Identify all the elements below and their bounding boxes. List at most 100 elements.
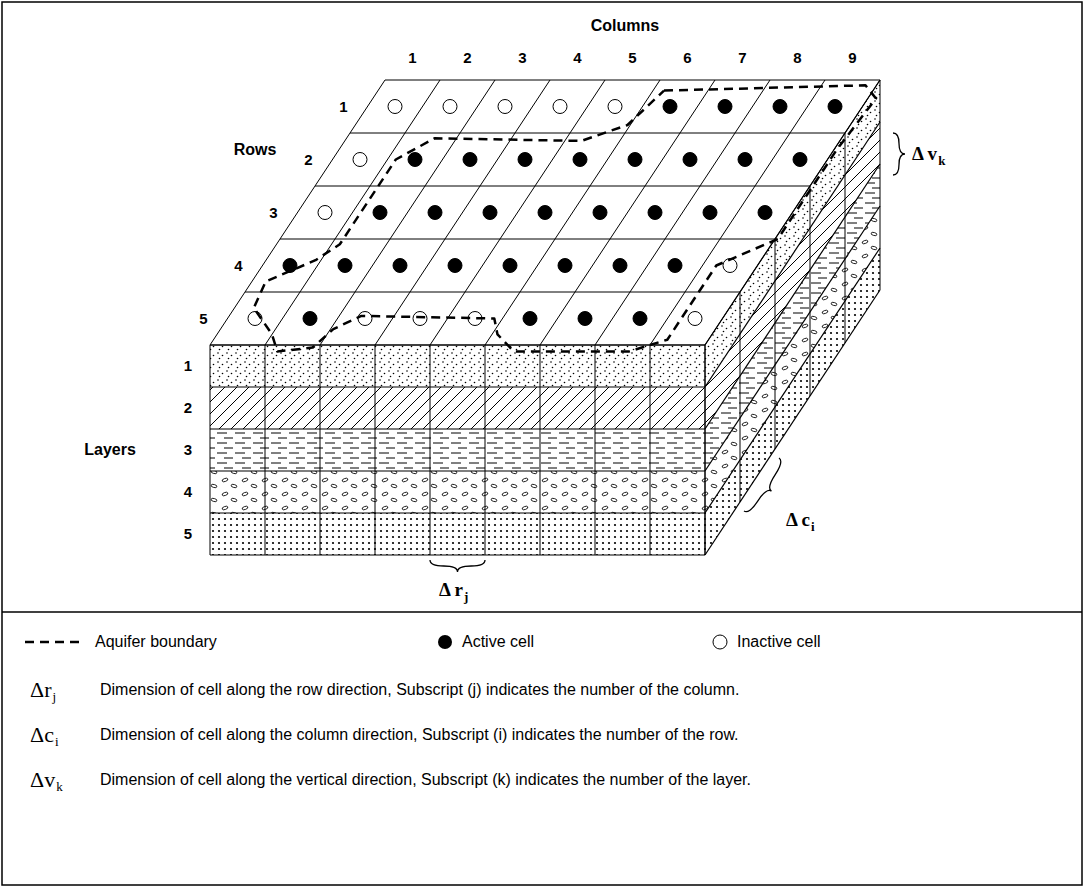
side-layer-line <box>705 206 880 471</box>
active-cell <box>558 259 572 273</box>
row-line <box>210 345 705 346</box>
side-grid-line <box>880 80 881 290</box>
layer-number: 3 <box>184 442 192 459</box>
inactive-cell <box>608 100 622 114</box>
column-number: 9 <box>848 50 856 67</box>
active-cell <box>718 100 732 114</box>
dimension-brace <box>430 560 485 572</box>
layer-line <box>210 554 705 555</box>
axis-title: Rows <box>234 141 277 159</box>
side-layer-line <box>705 290 880 555</box>
column-line <box>705 80 880 345</box>
inactive-cell <box>358 312 372 326</box>
inactive-cell <box>413 312 427 326</box>
side-grid-line <box>845 133 846 343</box>
layer-line <box>210 470 705 471</box>
active-cell <box>828 100 842 114</box>
column-line <box>485 80 660 345</box>
layer-line <box>210 386 705 387</box>
front-grid-line <box>650 345 651 555</box>
active-sample <box>438 635 452 649</box>
column-line <box>375 80 550 345</box>
top-face <box>210 80 880 345</box>
dimension-brace <box>893 133 905 175</box>
inactive-sample <box>713 635 727 649</box>
inactive-cell <box>688 312 702 326</box>
description: Dimension of cell along the vertical dir… <box>100 771 751 789</box>
row-number: 5 <box>199 310 207 327</box>
active-cell <box>338 259 352 273</box>
active-cell <box>648 206 662 220</box>
active-cell <box>538 206 552 220</box>
active-cell <box>668 259 682 273</box>
active-cell <box>683 153 697 167</box>
active-cell <box>393 259 407 273</box>
row-line <box>245 292 740 293</box>
row-line <box>280 239 775 240</box>
row-line <box>315 186 810 187</box>
active-cell <box>758 206 772 220</box>
symbol: Δc <box>30 723 54 747</box>
layer-line <box>210 428 705 429</box>
active-cell <box>408 153 422 167</box>
side-layer-line <box>705 80 880 345</box>
front-grid-line <box>430 345 431 555</box>
side-layer-line <box>705 122 880 387</box>
column-number: 6 <box>683 50 691 67</box>
active-cell <box>573 153 587 167</box>
boundary-sample <box>25 641 80 644</box>
side-grid-line <box>740 292 741 502</box>
active-cell <box>578 312 592 326</box>
column-number: 5 <box>628 50 636 67</box>
active-cell <box>738 153 752 167</box>
active-cell <box>483 206 497 220</box>
description: Dimension of cell along the row directio… <box>100 681 739 699</box>
front-grid-line <box>320 345 321 555</box>
active-cell <box>463 153 477 167</box>
active-cell <box>793 153 807 167</box>
subscript: j <box>464 590 468 604</box>
dimension-label: Δ v <box>912 144 937 165</box>
active-cell <box>613 259 627 273</box>
front-grid-line <box>705 345 706 555</box>
subscript: i <box>811 520 815 534</box>
active-cell <box>773 100 787 114</box>
separator <box>2 611 1082 613</box>
dimension-brace <box>744 458 781 512</box>
subscript: k <box>56 780 63 794</box>
legend-text: Aquifer boundary <box>95 633 217 651</box>
dimension-label: Δ c <box>786 510 810 531</box>
row-line <box>385 80 880 81</box>
active-cell <box>633 312 647 326</box>
axis-title: Layers <box>84 441 136 459</box>
row-number: 2 <box>304 151 312 168</box>
inactive-cell <box>498 100 512 114</box>
aquifer-boundary <box>254 85 876 351</box>
legend-text: Active cell <box>462 633 534 651</box>
active-cell <box>628 153 642 167</box>
front-grid-line <box>375 345 376 555</box>
column-number: 4 <box>573 50 581 67</box>
layer-front <box>210 387 705 429</box>
row-number: 4 <box>234 257 242 274</box>
legend-text: Inactive cell <box>737 633 821 651</box>
active-cell <box>303 312 317 326</box>
layer-line <box>210 344 705 345</box>
inactive-cell <box>318 206 332 220</box>
layer-front <box>210 471 705 513</box>
column-line <box>210 80 385 345</box>
inactive-cell <box>388 100 402 114</box>
active-cell <box>703 206 717 220</box>
column-line <box>320 80 495 345</box>
inactive-cell <box>553 100 567 114</box>
layer-number: 5 <box>184 526 192 543</box>
active-cell <box>448 259 462 273</box>
column-number: 1 <box>408 50 416 67</box>
subscript: i <box>55 735 59 749</box>
side-grid-line <box>705 345 706 555</box>
column-line <box>430 80 605 345</box>
column-number: 8 <box>793 50 801 67</box>
column-number: 7 <box>738 50 746 67</box>
